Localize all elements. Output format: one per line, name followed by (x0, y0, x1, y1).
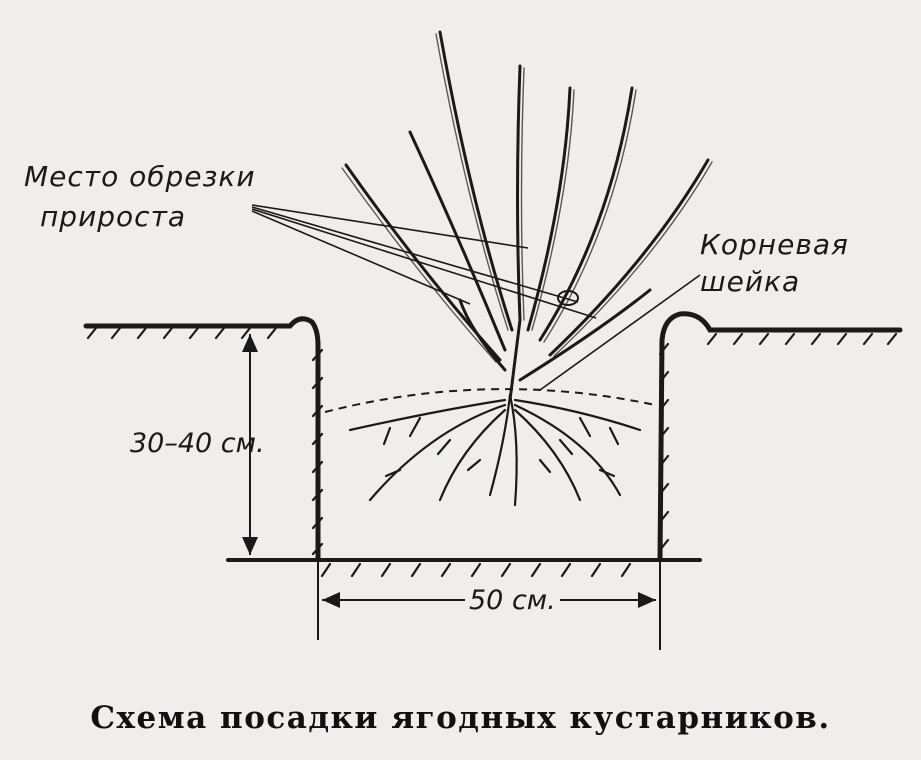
stem-3 (438, 30, 514, 332)
bud (557, 290, 579, 306)
depth-label: 30–40 см. (130, 428, 265, 459)
root-collar-leader (539, 274, 701, 391)
shrub (341, 30, 713, 402)
stem-2 (408, 130, 507, 352)
stem-trunk (508, 318, 522, 402)
stem-9 (458, 298, 507, 372)
soil-hatching (86, 326, 898, 578)
figure-caption: Схема посадки ягодных кустарников. (90, 700, 831, 736)
cut-place-label-line2: прироста (40, 200, 187, 233)
soil-level-dashed (324, 388, 656, 413)
ground-left (83, 316, 321, 563)
cut-place-leaders (251, 204, 597, 319)
planting-pit (83, 311, 903, 578)
roots (348, 393, 642, 507)
width-label: 50 см. (465, 585, 560, 616)
ground-right (657, 311, 903, 563)
stem-6 (538, 86, 634, 342)
stem-7 (548, 158, 710, 357)
stem-8 (518, 288, 652, 382)
cut-place-label-line1: Место обрезки (24, 160, 256, 193)
root-collar-label-line2: шейка (700, 265, 801, 298)
stem-5 (526, 86, 572, 332)
stem-4 (516, 64, 522, 322)
root-collar-label-line1: Корневая (700, 228, 849, 261)
